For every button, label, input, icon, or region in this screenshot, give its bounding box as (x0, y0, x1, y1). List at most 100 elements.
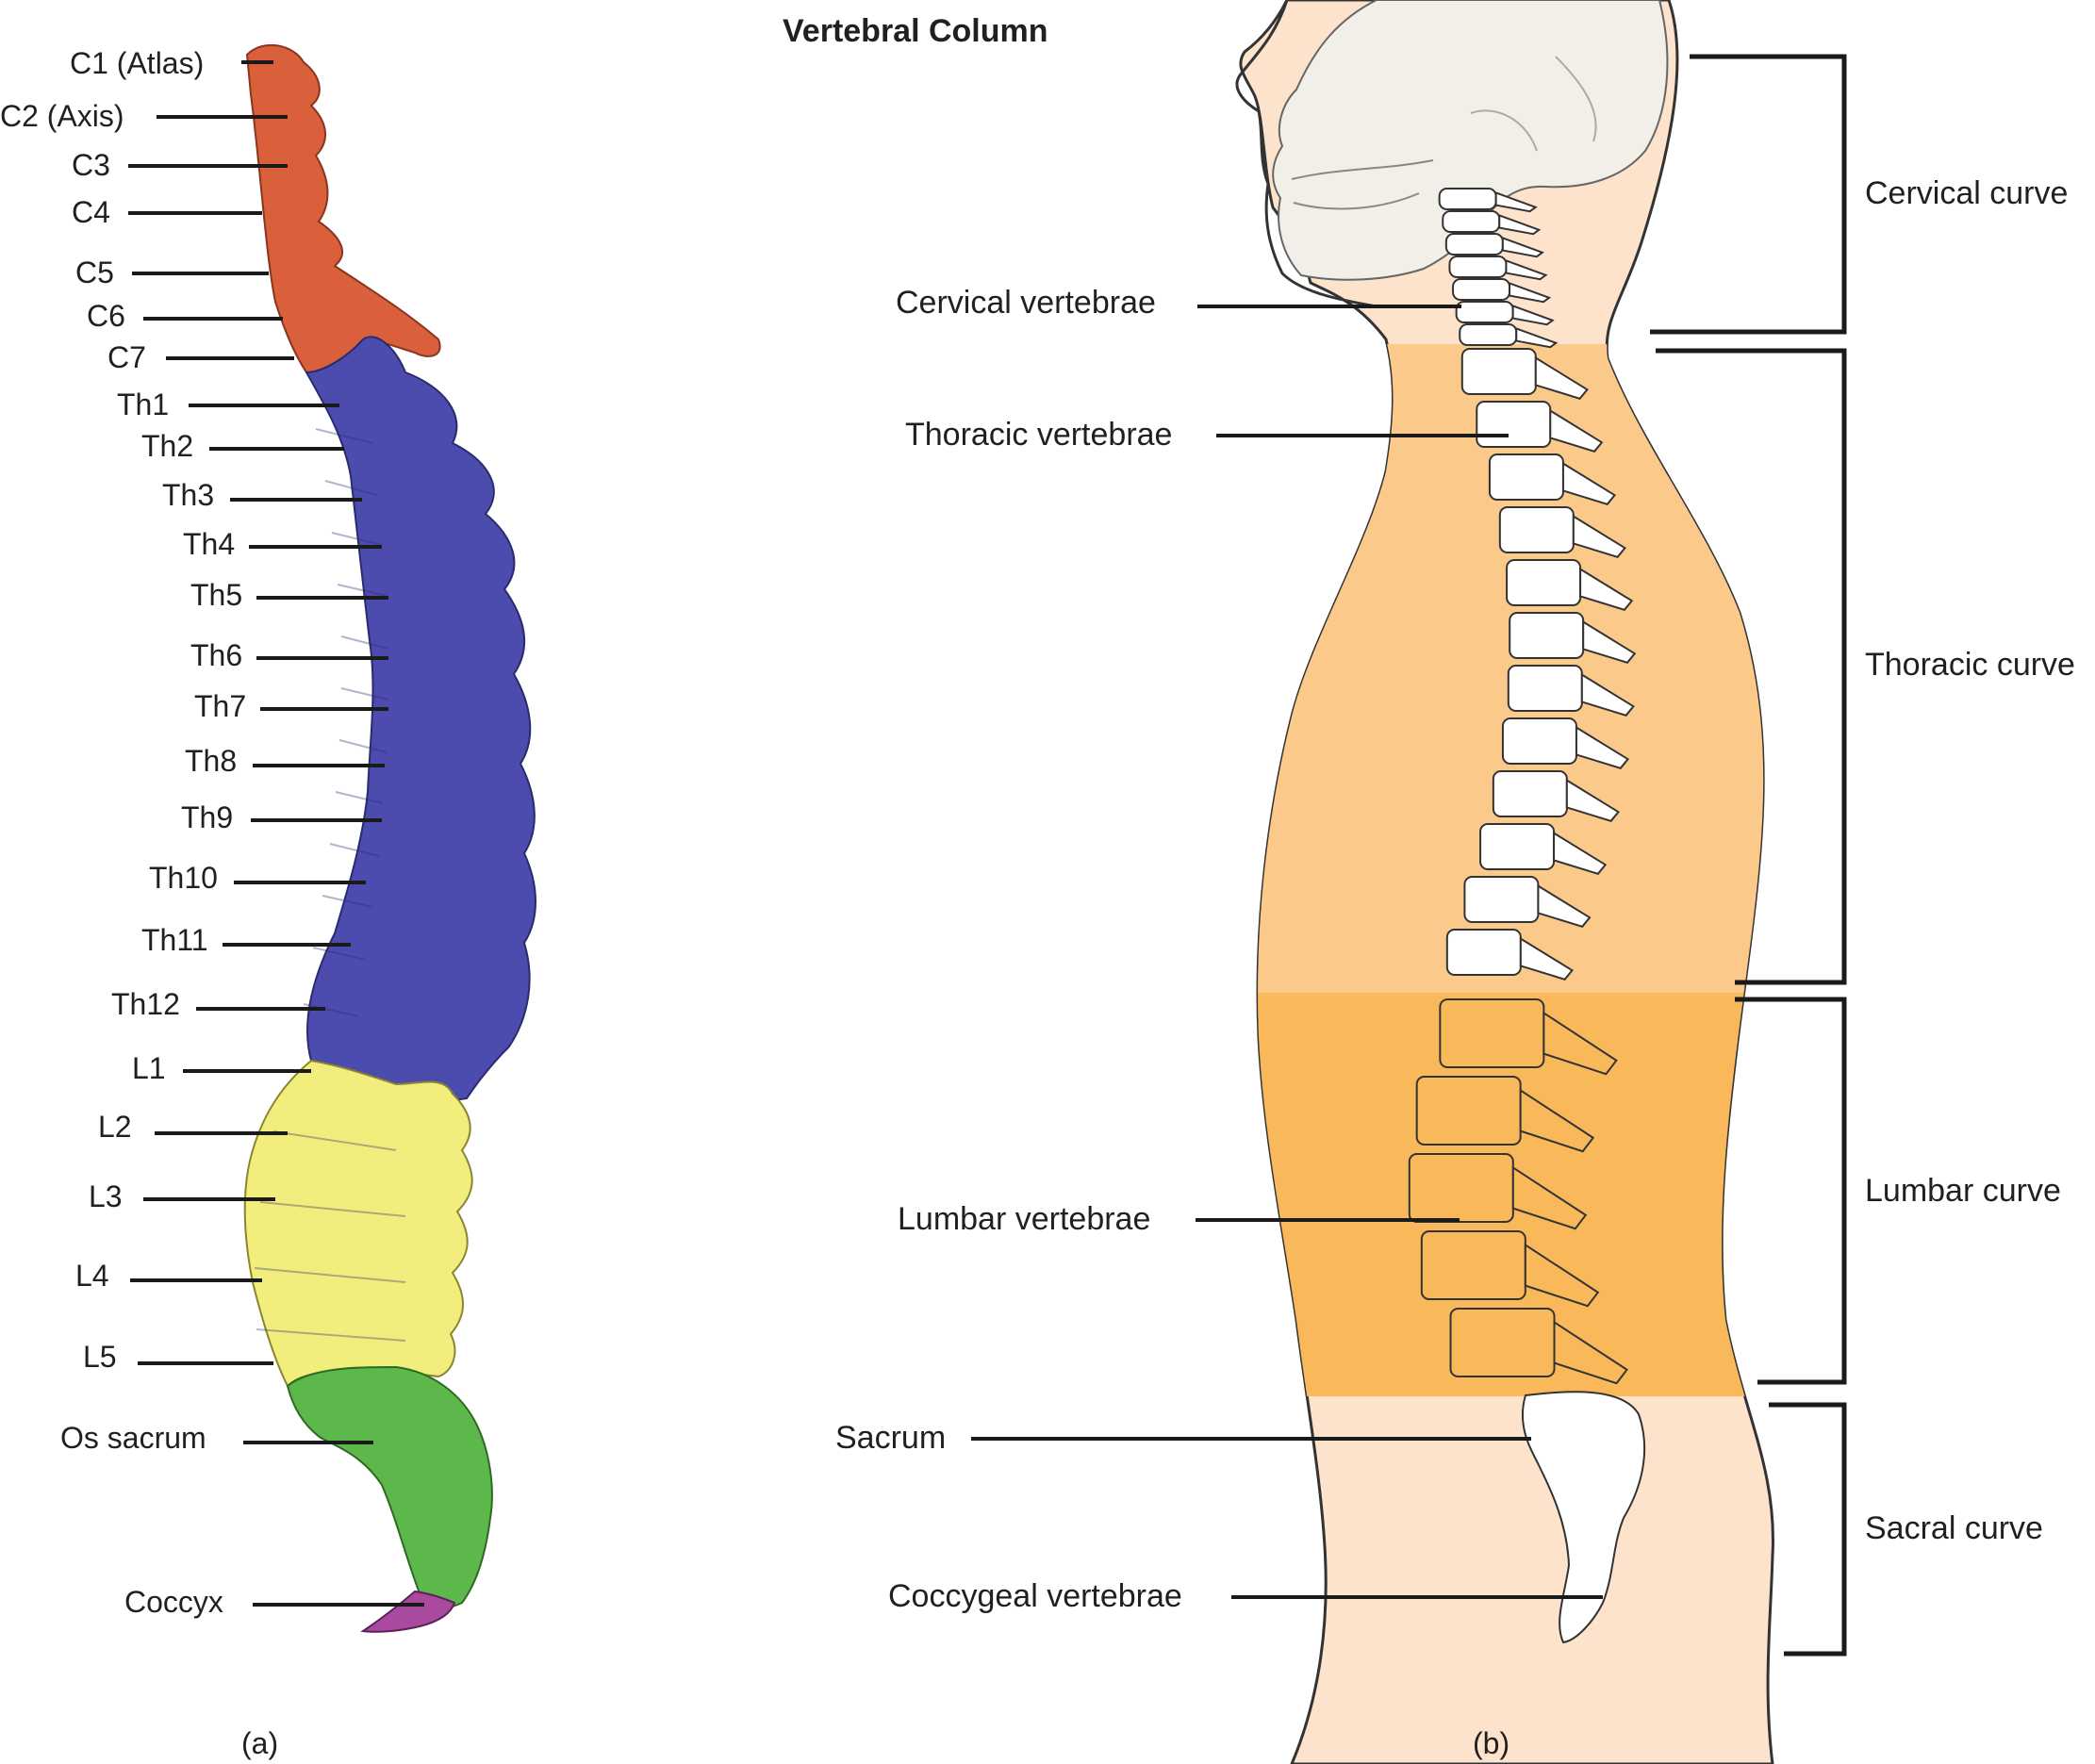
vertebra-body (1509, 612, 1585, 659)
cervical-region (245, 44, 441, 374)
label-l4: L4 (75, 1259, 109, 1293)
label-th2: Th2 (141, 429, 193, 463)
label-thoracic-vertebrae: Thoracic vertebrae (905, 417, 1172, 453)
vertebra-body (1492, 770, 1568, 817)
vertebra-body (1460, 348, 1537, 395)
curve-brackets: Cervical curve Thoracic curve Lumbar cur… (1650, 54, 2075, 1657)
bracket-lumbar (1735, 997, 1847, 1385)
label-l2: L2 (98, 1110, 132, 1144)
spinous-process (1534, 355, 1589, 400)
vertebra-body (1507, 665, 1583, 712)
label-th6: Th6 (190, 638, 242, 672)
caption-a: (a) (241, 1726, 278, 1760)
vertebra-body (1476, 401, 1552, 448)
vertebra-body (1415, 1076, 1522, 1146)
spinous-process (1580, 672, 1635, 717)
spinous-process (1501, 236, 1544, 258)
face-profile (1235, 0, 1377, 308)
spinous-process (1505, 258, 1548, 281)
vertebra-body (1498, 506, 1575, 553)
spinous-process (1511, 1165, 1588, 1230)
spinous-process (1519, 936, 1574, 981)
label-l3: L3 (89, 1179, 123, 1213)
vertebra-body (1488, 453, 1564, 501)
spinous-process (1579, 567, 1634, 611)
spinous-process (1572, 514, 1626, 558)
vertebra-body (1445, 929, 1522, 976)
vertebra-body (1408, 1153, 1514, 1223)
vertebra-body (1438, 188, 1497, 210)
skull (1272, 0, 1669, 281)
label-lumbar-curve: Lumbar curve (1865, 1173, 2061, 1209)
vertebra-body (1463, 876, 1540, 923)
label-th10: Th10 (149, 861, 218, 895)
label-c1: C1 (Atlas) (70, 46, 204, 80)
vertebra-separators (254, 428, 406, 1342)
spinous-process (1553, 1320, 1628, 1385)
label-c6: C6 (87, 299, 125, 333)
spinous-process (1582, 619, 1637, 664)
label-c2: C2 (Axis) (0, 99, 124, 133)
spinous-process (1565, 778, 1620, 822)
label-c5: C5 (75, 256, 114, 289)
label-sacrum: Sacrum (835, 1420, 946, 1456)
spinous-process (1542, 1011, 1618, 1076)
bracket-thoracic (1656, 348, 1847, 985)
panel-b-labels: Cervical vertebrae Thoracic vertebrae Lu… (835, 285, 1603, 1614)
label-c3: C3 (72, 148, 110, 182)
vertebra-body (1459, 323, 1518, 346)
diagram-title: Vertebral Column (783, 13, 1048, 49)
vertebra-body (1455, 301, 1514, 323)
lumbar-region (243, 1059, 473, 1388)
label-cervical-curve: Cervical curve (1865, 175, 2068, 211)
thoracic-region (305, 336, 536, 1101)
caption-b: (b) (1473, 1726, 1509, 1760)
label-c7: C7 (107, 340, 146, 374)
label-th3: Th3 (162, 478, 214, 512)
coccyx-region (360, 1590, 456, 1633)
vertebra-body (1448, 256, 1508, 278)
label-cervical-vertebrae: Cervical vertebrae (896, 285, 1156, 321)
spinous-process (1498, 213, 1542, 236)
label-th7: Th7 (194, 689, 246, 723)
spinous-process (1553, 831, 1608, 875)
vertebra-body (1452, 278, 1511, 301)
label-th8: Th8 (185, 744, 237, 778)
spinous-process (1537, 883, 1592, 928)
vertebra-body (1449, 1308, 1556, 1377)
vertebra-body (1479, 823, 1556, 870)
label-c4: C4 (72, 195, 110, 229)
spinous-process (1575, 725, 1630, 769)
spinous-process (1515, 326, 1559, 349)
label-th1: Th1 (117, 387, 169, 421)
panel-b-spine (1408, 188, 1646, 1644)
spinous-process (1509, 281, 1552, 304)
vertebra-body (1444, 233, 1504, 256)
spinous-process (1549, 408, 1604, 453)
label-th5: Th5 (190, 578, 242, 612)
spinous-process (1561, 461, 1617, 505)
panel-a-labels: C1 (Atlas) C2 (Axis) C3 C4 C5 C6 C7 Th1 … (0, 46, 424, 1619)
vertebra-body (1442, 210, 1501, 233)
vertebra-body (1501, 717, 1577, 765)
vertebra-body (1506, 559, 1582, 606)
spinous-process (1494, 190, 1538, 213)
label-th12: Th12 (111, 987, 180, 1021)
bracket-sacral (1769, 1402, 1847, 1657)
spinous-process (1519, 1088, 1595, 1153)
spinous-process (1511, 304, 1555, 326)
sacrum-bone (1521, 1391, 1646, 1644)
panel-a-spine (243, 44, 536, 1633)
label-sacral-curve: Sacral curve (1865, 1510, 2043, 1546)
label-thoracic-curve: Thoracic curve (1865, 647, 2075, 683)
label-l5: L5 (83, 1340, 117, 1374)
label-lumbar-vertebrae: Lumbar vertebrae (898, 1201, 1150, 1237)
vertebra-body (1439, 998, 1545, 1068)
spinous-process (1524, 1243, 1600, 1308)
label-os-sacrum: Os sacrum (60, 1421, 206, 1455)
label-th11: Th11 (141, 923, 208, 957)
label-th9: Th9 (181, 800, 233, 834)
sacral-region (286, 1365, 493, 1609)
label-coccyx: Coccyx (124, 1585, 223, 1619)
